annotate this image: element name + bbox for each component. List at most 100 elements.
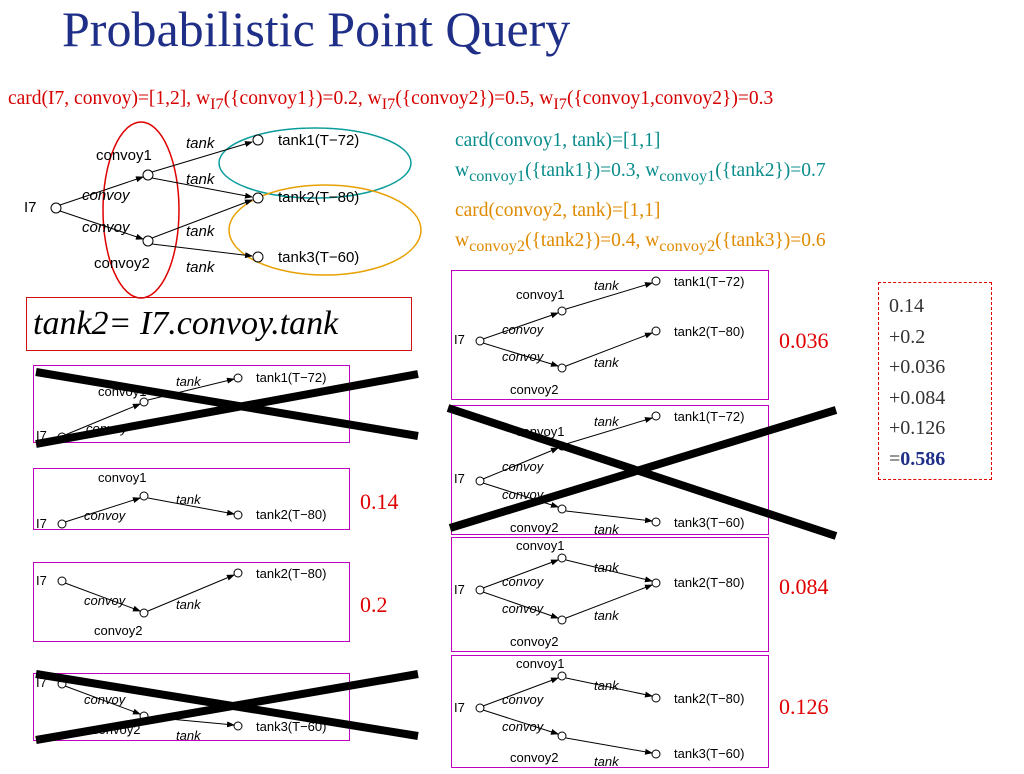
- prob-left-1: 0.14: [360, 489, 399, 514]
- convoy1-weights: wconvoy1({tank1})=0.3, wconvoy1({tank2})…: [455, 160, 826, 186]
- label-convoy1: convoy1: [96, 147, 152, 164]
- box-r4-convoy-a: convoy: [502, 692, 545, 707]
- box-r3-convoy1: convoy1: [516, 538, 564, 553]
- box-l4-tank3: tank3(T−60): [256, 719, 326, 734]
- convoy2-weights: wconvoy2({tank2})=0.4, wconvoy2({tank3})…: [455, 230, 826, 256]
- world-graph-right-3: I7 convoy1 convoy2 convoy convoy tank ta…: [454, 538, 744, 649]
- sum-line-4: +0.084: [889, 386, 946, 409]
- world-graph-right-4: I7 convoy1 convoy2 convoy convoy tank ta…: [454, 656, 744, 769]
- world-graph-left-3: I7 convoy2 convoy tank tank2(T−80): [36, 566, 326, 638]
- w1-text-a: ({tank1})=0.3, w: [525, 160, 660, 181]
- box-l3-tank: tank: [176, 597, 202, 612]
- sum-equals: =: [889, 447, 901, 470]
- cross-left-2: [35, 670, 419, 744]
- box-l2-tank: tank: [176, 492, 202, 507]
- w2-text-a: ({tank2})=0.4, w: [525, 230, 660, 251]
- box-l3-convoy2: convoy2: [94, 623, 142, 638]
- w1-sub-a: convoy1: [469, 166, 526, 185]
- cross-left-1: [35, 368, 419, 448]
- box-l3-i7: I7: [36, 573, 47, 588]
- node-i7: [50, 202, 62, 214]
- box-r1-tank1: tank1(T−72): [674, 274, 744, 289]
- node-tank1: [252, 134, 264, 146]
- box-r4-tank2: tank2(T−80): [674, 691, 744, 706]
- label-tank-edge-4: tank: [186, 259, 216, 276]
- box-r4-convoy-b: convoy: [502, 719, 545, 734]
- box-r1-tank-a: tank: [594, 278, 620, 293]
- prob-right-2: 0.084: [779, 574, 829, 599]
- card-text-4: ({convoy1,convoy2})=0.3: [566, 88, 774, 109]
- prob-right-3: 0.126: [779, 694, 829, 719]
- label-i7: I7: [24, 199, 37, 216]
- sum-line-3: +0.036: [889, 356, 946, 378]
- box-r1-convoy1: convoy1: [516, 287, 564, 302]
- card-sub-3: I7: [553, 94, 567, 113]
- box-r3-tank2: tank2(T−80): [674, 575, 744, 590]
- box-r3-convoy-b: convoy: [502, 601, 545, 616]
- sum-box: 0.14 +0.2 +0.036 +0.084 +0.126 =0.586: [878, 282, 992, 480]
- i7-cardinality-line: card(I7, convoy)=[1,2], wI7({convoy1})=0…: [8, 88, 773, 114]
- label-tank-edge-2: tank: [186, 171, 216, 188]
- w1-sub-b: convoy1: [659, 166, 716, 185]
- world-box-right-1: I7 convoy1 convoy2 convoy convoy tank ta…: [451, 270, 769, 400]
- convoy-ellipse: [102, 121, 180, 299]
- label-tank3: tank3(T−60): [278, 249, 359, 266]
- box-r1-i7: I7: [454, 332, 465, 347]
- box-r4-convoy1: convoy1: [516, 656, 564, 671]
- box-l3-tank2: tank2(T−80): [256, 566, 326, 581]
- box-r2-i7: I7: [454, 471, 465, 486]
- prob-right-1: 0.036: [779, 328, 829, 353]
- world-box-left-3: I7 convoy2 convoy tank tank2(T−80): [33, 562, 350, 642]
- world-box-right-2: I7 convoy1 convoy2 convoy convoy tank ta…: [451, 405, 769, 537]
- sum-line-1: 0.14: [889, 295, 924, 317]
- box-r1-convoy-b: convoy: [502, 349, 545, 364]
- box-l3-convoy: convoy: [84, 593, 127, 608]
- world-graph-right-2: I7 convoy1 convoy2 convoy convoy tank ta…: [454, 409, 744, 537]
- box-l1-tank: tank: [176, 374, 202, 389]
- box-r1-tank2: tank2(T−80): [674, 324, 744, 339]
- box-r4-tank-b: tank: [594, 754, 620, 769]
- world-box-right-4: I7 convoy1 convoy2 convoy convoy tank ta…: [451, 655, 769, 769]
- label-tank1: tank1(T−72): [278, 132, 359, 149]
- box-r1-convoy-a: convoy: [502, 322, 545, 337]
- label-convoy2: convoy2: [94, 255, 150, 272]
- w1-text-b: ({tank2})=0.7: [715, 160, 826, 181]
- sum-total: 0.586: [900, 447, 946, 470]
- sum-total-line: =0.586: [889, 444, 991, 475]
- box-r1-tank-b: tank: [594, 355, 620, 370]
- card-sub-1: I7: [210, 94, 224, 113]
- box-r3-tank-a: tank: [594, 560, 620, 575]
- sum-line-2: +0.2: [889, 325, 926, 348]
- box-l2-tank2: tank2(T−80): [256, 507, 326, 522]
- w2-sub-b: convoy2: [659, 236, 716, 255]
- box-r2-tank3: tank3(T−60): [674, 515, 744, 530]
- world-box-left-2: I7 convoy1 convoy tank tank2(T−80): [33, 468, 350, 531]
- box-l4-i7: I7: [36, 675, 47, 690]
- convoy2-card: card(convoy2, tank)=[1,1]: [455, 200, 661, 221]
- label-tank-edge-3: tank: [186, 223, 216, 240]
- box-l2-i7: I7: [36, 516, 47, 531]
- box-r2-tank-b: tank: [594, 522, 620, 536]
- label-tank-edge-1: tank: [186, 135, 216, 152]
- box-r4-convoy2: convoy2: [510, 750, 558, 765]
- page-title: Probabilistic Point Query: [62, 1, 571, 57]
- w2-label: w: [455, 230, 470, 251]
- node-convoy2: [142, 235, 154, 247]
- box-r3-i7: I7: [454, 582, 465, 597]
- box-l1-i7: I7: [36, 428, 47, 443]
- box-l4-tank: tank: [176, 728, 202, 742]
- main-graph: I7 convoy1 convoy2 convoy convoy tank ta…: [24, 121, 422, 299]
- box-r4-tank-a: tank: [594, 678, 620, 693]
- box-r2-convoy2: convoy2: [510, 520, 558, 535]
- node-tank3: [252, 251, 264, 263]
- convoy1-card: card(convoy1, tank)=[1,1]: [455, 130, 661, 151]
- card-text-3: ({convoy2})=0.5, w: [395, 88, 554, 109]
- node-tank2: [252, 192, 264, 204]
- box-l2-convoy: convoy: [84, 508, 127, 523]
- card-text-1: card(I7, convoy)=[1,2], w: [8, 88, 211, 109]
- cross-right: [446, 404, 838, 540]
- label-convoy-edge-2: convoy: [82, 219, 131, 236]
- box-l4-convoy: convoy: [84, 692, 127, 707]
- box-r3-convoy2: convoy2: [510, 634, 558, 649]
- w2-sub-a: convoy2: [469, 236, 526, 255]
